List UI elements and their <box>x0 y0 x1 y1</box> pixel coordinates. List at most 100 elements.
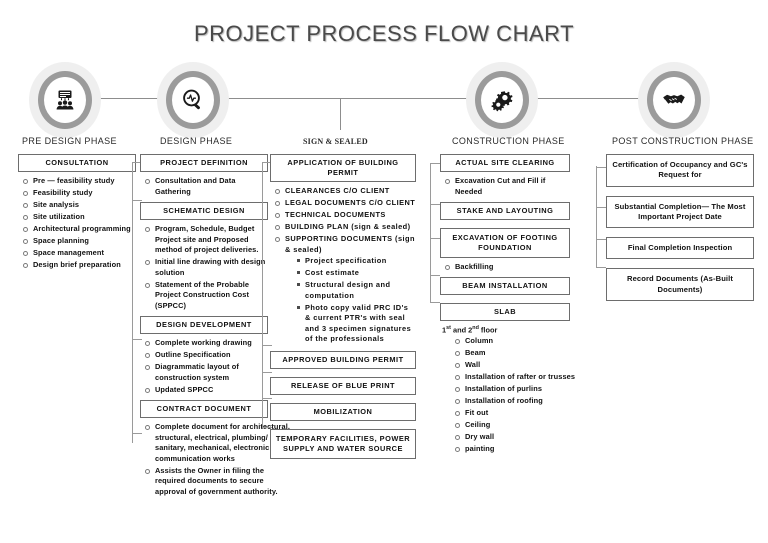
list-item: Pre — feasibility study <box>20 176 136 187</box>
connector-drop-sign-sealed <box>340 98 341 130</box>
connector-rail-construction-to-post <box>530 98 640 99</box>
phase-label-construction: CONSTRUCTION PHASE <box>452 136 565 146</box>
magnifier-pulse-icon <box>181 88 205 112</box>
connector-stub <box>596 239 606 240</box>
connector-stub <box>596 267 606 268</box>
list-item: Project specification <box>296 256 416 267</box>
list-item: Initial line drawing with design solutio… <box>142 257 268 278</box>
list-item: Feasibility study <box>20 188 136 199</box>
phase-label-pre-design: PRE DESIGN PHASE <box>22 136 117 146</box>
box-substantial-completion[interactable]: Substantial Completion— The Most Importa… <box>606 195 754 228</box>
connector-stub <box>430 302 440 303</box>
phase-label-sign-sealed: SIGN & SEALED <box>303 137 368 146</box>
connector-stub <box>132 200 142 201</box>
list-excavation: Backfilling <box>442 262 570 273</box>
medallion-ring <box>475 71 529 129</box>
list-item: Column <box>452 336 592 347</box>
floor-note-first-sup: st <box>446 325 451 332</box>
connector-stub <box>430 163 440 164</box>
box-final-completion-inspection[interactable]: Final Completion Inspection <box>606 237 754 260</box>
phase-medallion-design[interactable] <box>157 62 229 138</box>
list-item: Installation of roofing <box>452 396 592 407</box>
box-temporary-facilities[interactable]: TEMPORARY FACILITIES, POWER SUPPLY AND W… <box>270 428 416 459</box>
presentation-team-icon <box>53 88 77 112</box>
phase-medallion-construction[interactable] <box>466 62 538 138</box>
box-schematic-design[interactable]: SCHEMATIC DESIGN <box>140 202 268 220</box>
box-release-of-blue-print[interactable]: RELEASE OF BLUE PRINT <box>270 376 416 395</box>
connector-spine-construction <box>430 163 431 302</box>
list-item: Wall <box>452 360 592 371</box>
medallion-core <box>481 77 523 123</box>
box-beam-installation[interactable]: BEAM INSTALLATION <box>440 277 570 296</box>
list-schematic-design: Program, Schedule, Budget Project site a… <box>142 224 268 311</box>
list-supporting-documents: Project specification Cost estimate Stru… <box>296 256 416 345</box>
list-contract-document: Complete document for architectural, str… <box>142 422 292 497</box>
box-mobilization[interactable]: MOBILIZATION <box>270 402 416 421</box>
connector-spine-post-construction <box>596 166 597 268</box>
list-permit-requirements: CLEARANCES C/O CLIENT LEGAL DOCUMENTS C/… <box>272 186 416 345</box>
list-item: Excavation Cut and Fill if Needed <box>442 176 570 197</box>
connector-stub <box>430 238 440 239</box>
list-item: Photo copy valid PRC ID's & current PTR'… <box>296 303 416 345</box>
box-actual-site-clearing[interactable]: ACTUAL SITE CLEARING <box>440 154 570 172</box>
box-consultation[interactable]: CONSULTATION <box>18 154 136 172</box>
box-record-documents[interactable]: Record Documents (As-Built Documents) <box>606 268 754 301</box>
list-item: Ceiling <box>452 420 592 431</box>
box-approved-building-permit[interactable]: APPROVED BUILDING PERMIT <box>270 350 416 369</box>
connector-stub <box>262 398 272 399</box>
list-site-clearing: Excavation Cut and Fill if Needed <box>442 176 570 197</box>
list-design-development: Complete working drawing Outline Specifi… <box>142 338 268 395</box>
box-slab[interactable]: SLAB <box>440 303 570 322</box>
list-floor-works: Column Beam Wall Installation of rafter … <box>452 336 592 455</box>
phase-medallion-pre-design[interactable] <box>29 62 101 138</box>
medallion-ring <box>38 71 92 129</box>
box-design-development[interactable]: DESIGN DEVELOPMENT <box>140 316 268 335</box>
box-certification-of-occupancy[interactable]: Certification of Occupancy and GC's Requ… <box>606 154 754 187</box>
list-item: Installation of rafter or trusses <box>452 372 592 383</box>
list-item: Space planning <box>20 236 136 247</box>
connector-stub <box>132 162 142 163</box>
medallion-core <box>653 77 695 123</box>
list-item: Structural design and computation <box>296 280 416 301</box>
list-item: Assists the Owner in filing the required… <box>142 466 292 498</box>
list-item: BUILDING PLAN (sign & sealed) <box>272 222 416 233</box>
box-application-of-building-permit[interactable]: APPLICATION OF BUILDING PERMIT <box>270 154 416 182</box>
connector-stub <box>132 433 142 434</box>
page-title: PROJECT PROCESS FLOW CHART <box>193 21 575 46</box>
medallion-ring <box>166 71 220 129</box>
list-item-label: SUPPORTING DOCUMENTS (sign & sealed) <box>285 234 415 254</box>
box-contract-document[interactable]: CONTRACT DOCUMENT <box>140 400 268 419</box>
list-item: Site utilization <box>20 212 136 223</box>
list-item: Outline Specification <box>142 350 268 361</box>
list-item: painting <box>452 444 592 455</box>
column-design: PROJECT DEFINITION Consultation and Data… <box>140 154 290 502</box>
gears-icon <box>490 88 514 112</box>
box-project-definition[interactable]: PROJECT DEFINITION <box>140 154 268 172</box>
handshake-icon <box>661 87 687 113</box>
list-item: Site analysis <box>20 200 136 211</box>
floor-note-tail: floor <box>478 325 498 335</box>
list-item: Architectural programming <box>20 224 136 235</box>
medallion-core <box>44 77 86 123</box>
connector-stub <box>262 162 272 163</box>
connector-stub <box>132 339 142 340</box>
list-item: CLEARANCES C/O CLIENT <box>272 186 416 197</box>
connector-rail-design-to-construction <box>222 98 500 99</box>
floor-note-second-sup: nd <box>472 325 479 332</box>
connector-spine-sign-sealed <box>262 162 263 427</box>
phase-medallion-post-construction[interactable] <box>638 62 710 138</box>
list-item: Backfilling <box>442 262 570 273</box>
box-stake-and-layouting[interactable]: STAKE AND LAYOUTING <box>440 202 570 220</box>
list-item: Complete document for architectural, str… <box>142 422 292 464</box>
list-item: Updated SPPCC <box>142 385 268 396</box>
list-item: Design brief preparation <box>20 260 136 271</box>
phase-label-design: DESIGN PHASE <box>160 136 233 146</box>
list-item: Space management <box>20 248 136 259</box>
box-excavation-of-footing-foundation[interactable]: EXCAVATION OF FOOTING FOUNDATION <box>440 228 570 258</box>
list-item: Consultation and Data Gathering <box>142 176 268 197</box>
list-item: TECHNICAL DOCUMENTS <box>272 210 416 221</box>
column-construction: ACTUAL SITE CLEARING Excavation Cut and … <box>440 154 575 456</box>
connector-stub <box>596 207 606 208</box>
medallion-ring <box>647 71 701 129</box>
